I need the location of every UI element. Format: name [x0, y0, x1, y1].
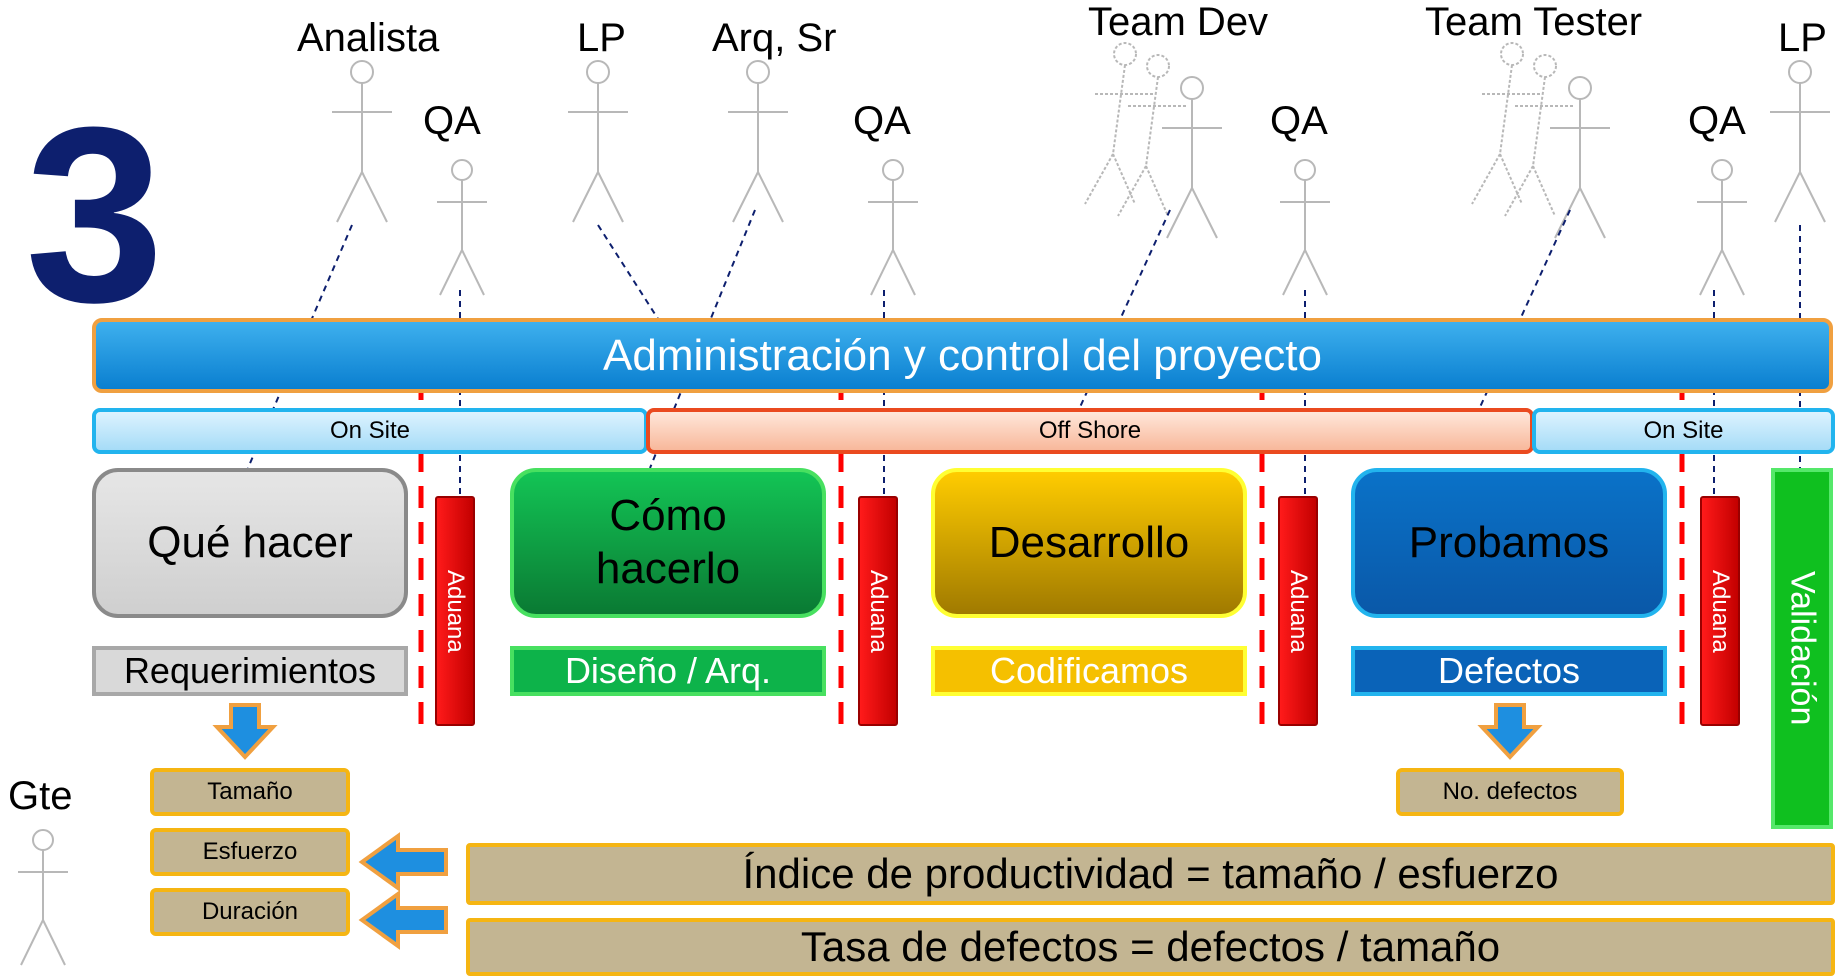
- tag-defectos: Defectos: [1351, 646, 1667, 696]
- aduana-gate-2: Aduana: [858, 496, 898, 726]
- arrow-left-esfuerzo: [360, 834, 448, 890]
- aduana-label: Aduana: [1707, 569, 1734, 653]
- arrow-down-requerimientos: [215, 703, 275, 759]
- metric-esfuerzo: Esfuerzo: [150, 828, 350, 876]
- phase-que-hacer: Qué hacer: [92, 468, 408, 618]
- team-tester-figures: [1471, 42, 1611, 239]
- formula-tasa-defectos: Tasa de defectos = defectos / tamaño: [466, 918, 1835, 976]
- aduana-gate-3: Aduana: [1278, 496, 1318, 726]
- lp-figure-left: [567, 60, 629, 223]
- formula-productividad: Índice de productividad = tamaño / esfue…: [466, 843, 1835, 905]
- analista-figure: [331, 60, 393, 223]
- on-site-band-left: On Site: [92, 408, 648, 454]
- tag-codificamos: Codificamos: [931, 646, 1247, 696]
- role-label-qa-4: QA: [1688, 99, 1746, 143]
- role-label-gte: Gte: [8, 774, 73, 818]
- aduana-label: Aduana: [865, 569, 892, 653]
- phase-probamos: Probamos: [1351, 468, 1667, 618]
- aduana-gate-4: Aduana: [1700, 496, 1740, 726]
- phase-como-hacerlo: Cómo hacerlo: [510, 468, 826, 618]
- qa-figure-1: [436, 159, 488, 296]
- qa-figure-4: [1696, 159, 1748, 296]
- role-label-qa-1: QA: [423, 99, 481, 143]
- aduana-label: Aduana: [442, 569, 469, 653]
- on-site-band-right: On Site: [1532, 408, 1835, 454]
- validacion-bar: Validación: [1771, 468, 1833, 829]
- tag-requerimientos: Requerimientos: [92, 646, 408, 696]
- role-label-analista: Analista: [297, 16, 440, 60]
- arq-figure: [727, 60, 789, 223]
- metric-duracion: Duración: [150, 888, 350, 936]
- metric-no-defectos: No. defectos: [1396, 768, 1624, 816]
- aduana-gate-1: Aduana: [435, 496, 475, 726]
- role-label-arq-sr: Arq, Sr: [712, 16, 837, 60]
- lp-figure-right: [1769, 60, 1831, 223]
- role-label-team-tester: Team Tester: [1425, 0, 1643, 44]
- admin-control-bar: Administración y control del proyecto: [92, 318, 1833, 393]
- arrow-down-defectos: [1480, 703, 1540, 759]
- aduana-label: Aduana: [1285, 569, 1312, 653]
- role-label-lp: LP: [577, 16, 626, 60]
- role-label-qa-3: QA: [1270, 99, 1328, 143]
- slide-number: 3: [25, 75, 165, 354]
- off-shore-band: Off Shore: [646, 408, 1534, 454]
- metric-tamano: Tamaño: [150, 768, 350, 816]
- team-dev-figures: [1084, 42, 1223, 239]
- role-label-qa-2: QA: [853, 99, 911, 143]
- qa-figure-2: [867, 159, 919, 296]
- role-label-team-dev: Team Dev: [1088, 0, 1269, 44]
- validacion-label: Validación: [1783, 571, 1822, 726]
- gte-figure: [17, 829, 69, 966]
- phase-desarrollo: Desarrollo: [931, 468, 1247, 618]
- arrow-left-duracion: [360, 892, 448, 948]
- tag-diseno-arq: Diseño / Arq.: [510, 646, 826, 696]
- role-label-lp-right: LP: [1778, 16, 1827, 60]
- qa-figure-3: [1279, 159, 1331, 296]
